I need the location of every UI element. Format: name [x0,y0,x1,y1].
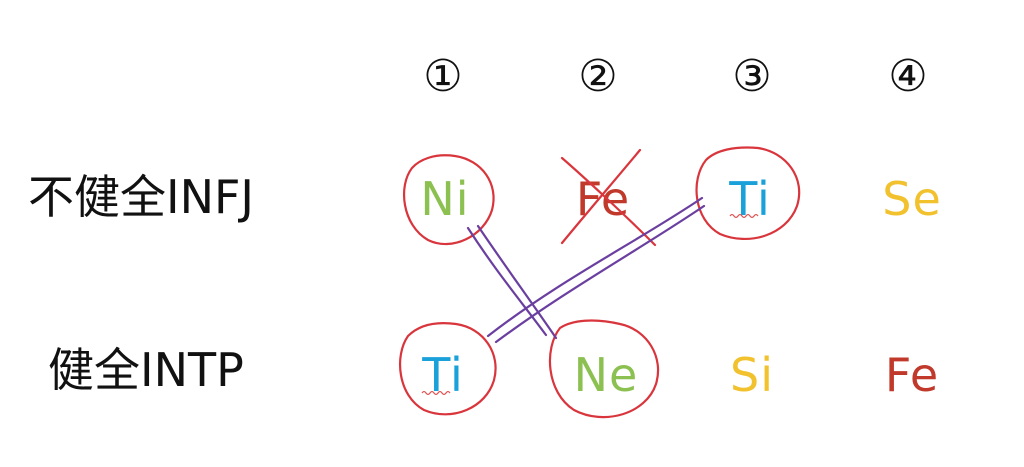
circle-ti-top [695,146,801,241]
infj-function-se: Se [882,172,942,226]
connector-ti-ti-a [486,196,704,338]
circle-ne [548,319,660,419]
connector-ni-ne-a [466,226,548,337]
connector-ni-ne-b [476,224,558,340]
circle-ni [402,154,495,246]
column-number-1: ① [423,51,463,102]
strike-fe-1 [560,156,657,247]
row-label-infj: 不健全INFJ [28,170,255,224]
squiggle-ti-top [729,213,759,219]
column-number-3: ③ [732,51,772,102]
intp-function-fe: Fe [884,348,940,402]
column-number-4: ④ [888,51,928,102]
strike-fe-2 [560,148,642,245]
squiggle-ti-bottom [421,390,451,396]
intp-function-ti: Ti [422,348,464,402]
connector-ti-ti-b [494,204,706,344]
intp-function-si: Si [730,348,774,402]
circle-ti-bottom [398,322,497,416]
infj-function-ti: Ti [729,172,771,226]
column-number-2: ② [578,51,618,102]
intp-function-ne: Ne [573,348,639,402]
infj-function-ni: Ni [420,172,470,226]
row-label-intp: 健全INTP [48,343,244,397]
